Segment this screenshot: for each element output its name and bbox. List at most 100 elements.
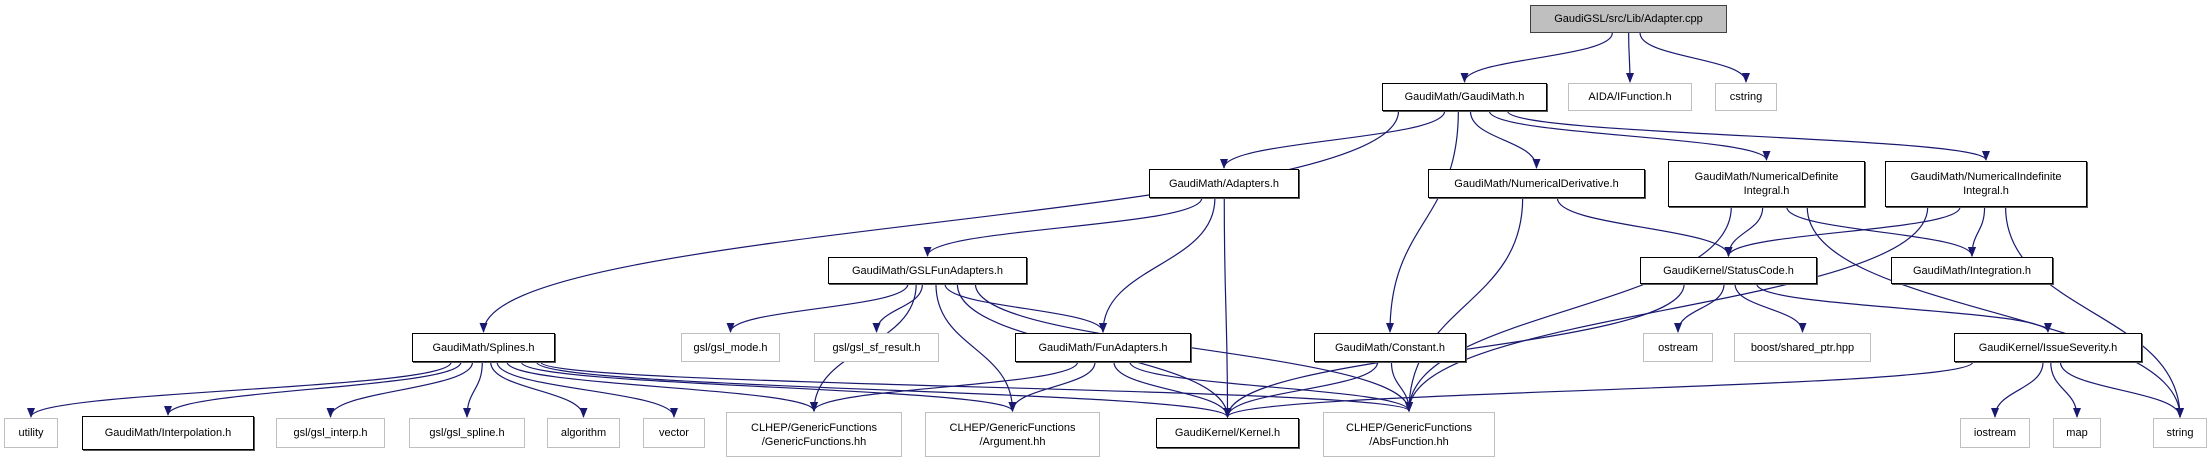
graph-node-kernel-h[interactable]: GaudiKernel/Kernel.h	[1156, 418, 1299, 448]
node-label: gsl/gsl_spline.h	[429, 427, 505, 439]
graph-node-iostream[interactable]: iostream	[1960, 418, 2030, 448]
edge-gslfunadapters-h-to-gsl-mode	[726, 283, 909, 333]
node-label: GaudiKernel/StatusCode.h	[1663, 264, 1794, 277]
graph-node-ostream[interactable]: ostream	[1643, 333, 1713, 362]
edge-issueseverity-h-to-string	[2059, 361, 2184, 418]
edge-funadapters-h-to-absfunction-hh	[1129, 361, 1413, 412]
edge-gaudimath-h-to-splines-h	[479, 110, 1400, 333]
node-label: GaudiKernel/IssueSeverity.h	[1978, 341, 2118, 354]
graph-node-map[interactable]: map	[2053, 418, 2101, 448]
node-label: CLHEP/GenericFunctions	[949, 421, 1076, 434]
node-label: ostream	[1658, 341, 1698, 354]
graph-node-gsl-spline[interactable]: gsl/gsl_spline.h	[409, 418, 525, 448]
graph-node-aida-ifunction[interactable]: AIDA/IFunction.h	[1568, 83, 1692, 111]
node-label: /AbsFunction.hh	[1369, 435, 1449, 448]
edge-adapter-cpp-to-cstring	[1639, 32, 1750, 83]
edge-numindef-h-to-integration-h	[1968, 206, 1986, 257]
node-label: /GenericFunctions.hh	[761, 435, 867, 448]
edge-statuscode-h-to-boost-shared-ptr	[1734, 283, 1807, 333]
node-label: CLHEP/GenericFunctions	[1346, 421, 1472, 434]
graph-node-genericfunctions-hh[interactable]: CLHEP/GenericFunctions/GenericFunctions.…	[726, 412, 902, 457]
node-label: map	[2066, 427, 2088, 439]
graph-node-gsl-sf-result[interactable]: gsl/gsl_sf_result.h	[814, 333, 939, 362]
node-label: Integral.h	[1743, 185, 1790, 197]
edge-gaudimath-h-to-numderiv-h	[1469, 110, 1541, 169]
edge-constant-h-to-kernel-h	[1223, 361, 1379, 418]
graph-node-splines-h[interactable]: GaudiMath/Splines.h	[412, 333, 555, 362]
graph-node-string[interactable]: string	[2153, 418, 2207, 448]
node-label: boost/shared_ptr.hpp	[1750, 341, 1855, 354]
edge-adapters-h-to-funadapters-h	[1099, 197, 1216, 333]
node-label: vector	[659, 427, 689, 439]
edge-constant-h-to-absfunction-hh	[1390, 361, 1413, 412]
graph-node-integration-h[interactable]: GaudiMath/Integration.h	[1891, 257, 2053, 284]
edge-gaudimath-h-to-numdef-h	[1488, 110, 1771, 161]
edge-splines-h-to-gsl-interp	[326, 361, 474, 418]
graph-node-algorithm[interactable]: algorithm	[547, 418, 620, 448]
graph-node-funadapters-h[interactable]: GaudiMath/FunAdapters.h	[1015, 333, 1191, 362]
node-label: algorithm	[560, 427, 607, 439]
edge-adapter-cpp-to-gaudimath-h	[1460, 32, 1613, 83]
node-label: Integral.h	[1963, 185, 2009, 197]
edge-splines-h-to-gsl-spline	[463, 361, 483, 418]
edge-gslfunadapters-h-to-gsl-sf-result	[872, 283, 924, 333]
graph-node-interpolation-h[interactable]: GaudiMath/Interpolation.h	[82, 416, 254, 450]
node-label: GaudiMath/Adapters.h	[1168, 177, 1280, 190]
edge-gslfunadapters-h-to-argument-hh	[935, 283, 1017, 412]
edge-splines-h-to-algorithm	[490, 361, 588, 418]
graph-node-cstring[interactable]: cstring	[1715, 83, 1777, 111]
node-label: GaudiGSL/src/Lib/Adapter.cpp	[1554, 13, 1703, 25]
graph-node-adapter-cpp: GaudiGSL/src/Lib/Adapter.cpp	[1530, 5, 1727, 33]
node-label: gsl/gsl_mode.h	[693, 341, 768, 354]
edge-adapters-h-to-kernel-h	[1223, 197, 1232, 418]
graph-node-gaudimath-h[interactable]: GaudiMath/GaudiMath.h	[1382, 83, 1547, 111]
graph-node-gslfunadapters-h[interactable]: GaudiMath/GSLFunAdapters.h	[828, 257, 1027, 284]
graph-node-gsl-interp[interactable]: gsl/gsl_interp.h	[276, 418, 385, 448]
edge-funadapters-h-to-genericfunctions-hh	[810, 361, 1079, 412]
edge-funadapters-h-to-argument-hh	[1008, 361, 1096, 412]
node-label: string	[2166, 427, 2194, 439]
node-label: CLHEP/GenericFunctions	[751, 421, 877, 434]
edge-issueseverity-h-to-iostream	[1991, 361, 2044, 418]
node-label: GaudiMath/FunAdapters.h	[1038, 341, 1168, 354]
node-label: GaudiMath/Constant.h	[1334, 341, 1446, 354]
node-label: GaudiMath/GaudiMath.h	[1404, 91, 1525, 103]
graph-node-issueseverity-h[interactable]: GaudiKernel/IssueSeverity.h	[1954, 333, 2142, 362]
edge-gaudimath-h-to-constant-h	[1386, 110, 1459, 333]
edge-numdef-h-to-absfunction-hh	[1405, 206, 1732, 412]
edge-gaudimath-h-to-adapters-h	[1220, 110, 1446, 169]
edge-numderiv-h-to-absfunction-hh	[1405, 197, 1524, 412]
edge-adapters-h-to-gslfunadapters-h	[923, 197, 1203, 257]
edge-issueseverity-h-to-kernel-h	[1223, 361, 1974, 418]
graph-node-numderiv-h[interactable]: GaudiMath/NumericalDerivative.h	[1428, 169, 1645, 198]
node-label: GaudiMath/Interpolation.h	[104, 427, 232, 439]
edge-splines-h-to-absfunction-hh	[540, 361, 1413, 412]
graph-node-constant-h[interactable]: GaudiMath/Constant.h	[1314, 333, 1466, 362]
node-label: /Argument.hh	[979, 435, 1046, 448]
edge-gaudimath-h-to-numindef-h	[1506, 110, 1990, 161]
graph-node-argument-hh[interactable]: CLHEP/GenericFunctions/Argument.hh	[925, 412, 1100, 457]
edge-splines-h-to-vector	[496, 361, 678, 418]
node-label: GaudiMath/NumericalDefinite	[1694, 171, 1839, 183]
node-label: GaudiMath/GSLFunAdapters.h	[851, 264, 1004, 277]
graph-node-absfunction-hh[interactable]: CLHEP/GenericFunctions/AbsFunction.hh	[1323, 412, 1495, 457]
graph-node-adapters-h[interactable]: GaudiMath/Adapters.h	[1149, 169, 1299, 198]
edge-issueseverity-h-to-map	[2050, 361, 2081, 418]
graph-node-boost-shared-ptr[interactable]: boost/shared_ptr.hpp	[1734, 333, 1871, 362]
node-label: cstring	[1729, 91, 1763, 103]
edge-numindef-h-to-statuscode-h	[1724, 206, 1961, 257]
graph-node-vector[interactable]: vector	[643, 418, 705, 448]
graph-node-statuscode-h[interactable]: GaudiKernel/StatusCode.h	[1640, 257, 1817, 284]
edge-numdef-h-to-statuscode-h	[1724, 206, 1764, 257]
edge-splines-h-to-utility	[27, 361, 452, 418]
edge-gslfunadapters-h-to-absfunction-hh	[974, 283, 1413, 412]
node-label: AIDA/IFunction.h	[1588, 91, 1672, 103]
edge-splines-h-to-interpolation-h	[164, 361, 462, 416]
graph-node-gsl-mode[interactable]: gsl/gsl_mode.h	[681, 333, 780, 362]
graph-node-utility[interactable]: utility	[4, 418, 58, 448]
edge-numindef-h-to-string	[2004, 206, 2184, 418]
edge-numindef-h-to-absfunction-hh	[1405, 206, 1929, 412]
